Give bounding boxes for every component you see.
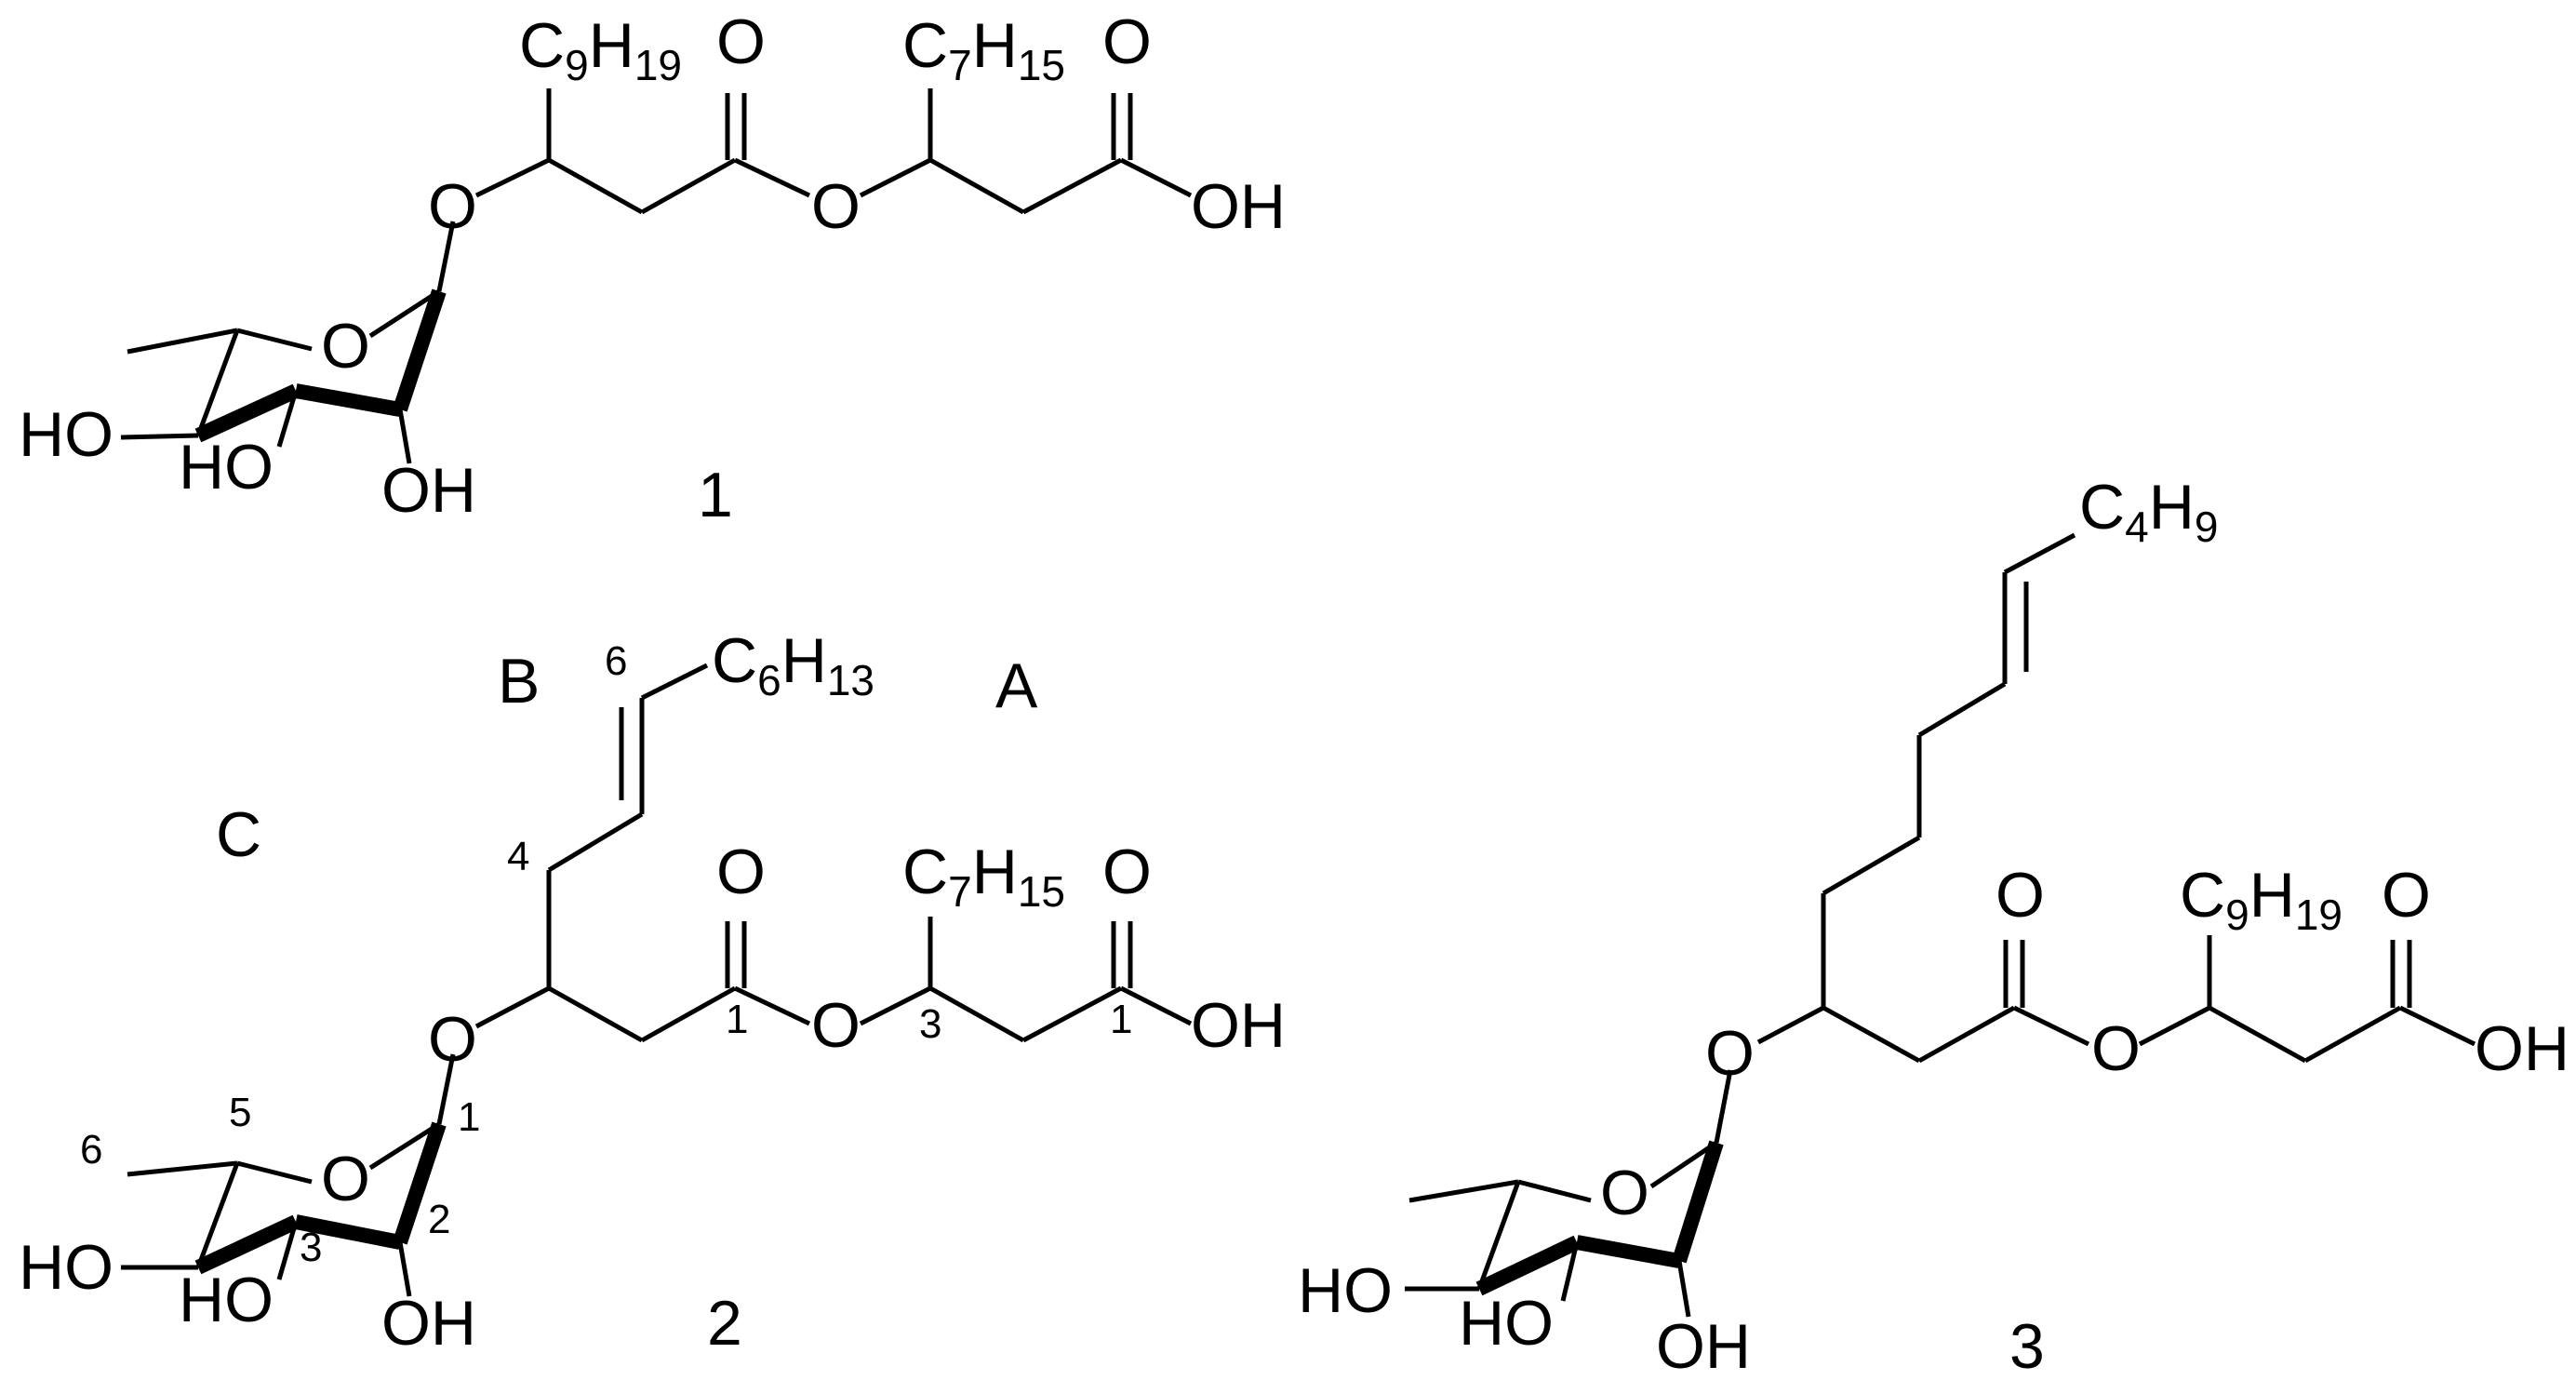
m1-glyco-oxygen: O [428,171,477,242]
molecule-1-bonds [120,88,1193,464]
m1-ring-oxygen: O [321,311,370,382]
m2-ho-mid: HO [179,1265,274,1335]
m2-locant-c1-acid: 1 [1110,997,1132,1042]
m1-ester-oxygen: O [811,171,861,242]
m2-locant-c4: 4 [507,834,529,879]
molecule-2-atoms: O O HO HO OH O O O OH C6H13 C7H15 B A C … [19,625,1286,1359]
m3-carbonyl-oxygen-2: O [2382,860,2431,931]
m2-locant-r6: 6 [80,1127,102,1172]
molecule-2: O O HO HO OH O O O OH C6H13 C7H15 B A C … [19,625,1286,1359]
m2-locant-r3: 3 [300,1225,322,1270]
m2-chain-c7h15: C7H15 [902,837,1065,916]
m1-carbonyl-oxygen-1: O [716,7,766,77]
m2-ring-label-c: C [216,799,261,870]
m3-ring-oxygen: O [1600,1158,1649,1228]
m2-locant-r5: 5 [229,1090,251,1135]
m2-carbonyl-oxygen-2: O [1102,837,1152,907]
m3-carbonyl-oxygen-1: O [1995,860,2045,931]
m3-oh-bottom: OH [1656,1311,1751,1380]
molecule-1: O O HO HO OH O O O OH C9H19 C7H15 1 [19,7,1286,530]
m3-ester-oxygen: O [2091,1013,2141,1084]
m2-acid-hydroxyl: OH [1191,990,1286,1061]
m1-chain-c7h15: C7H15 [902,10,1065,89]
m2-glyco-oxygen: O [428,1004,477,1075]
m2-locant-r2: 2 [428,1197,450,1242]
m2-ring-label-b: B [498,646,540,717]
m2-ring-oxygen: O [321,1144,370,1214]
molecule-1-atoms: O O HO HO OH O O O OH C9H19 C7H15 1 [19,7,1286,530]
m1-chain-c9h19: C9H19 [519,10,682,89]
m3-chain-c4h9: C4H9 [2079,472,2218,551]
m2-ho-left: HO [19,1232,113,1303]
m3-compound-label: 3 [2009,1311,2045,1380]
m2-oh-bottom: OH [381,1288,476,1359]
m3-chain-c9h19: C9H19 [2180,860,2342,939]
m2-ring-label-a: A [995,650,1038,721]
m2-ester-oxygen: O [811,990,861,1061]
m2-locant-c1-ester: 1 [726,997,748,1042]
molecule-3-atoms: O O HO HO OH O O O OH C4H9 C9H19 3 [1298,472,2569,1380]
molecule-3: O O HO HO OH O O O OH C4H9 C9H19 3 [1298,472,2569,1380]
m1-ho-mid: HO [179,432,274,502]
m3-ho-mid: HO [1459,1288,1554,1359]
m2-compound-label: 2 [707,1288,742,1359]
molecule-2-bonds [121,663,1193,1297]
m2-carbonyl-oxygen-1: O [716,837,766,907]
m1-compound-label: 1 [698,460,733,530]
m3-ho-left: HO [1298,1255,1393,1326]
m1-carbonyl-oxygen-2: O [1102,7,1152,77]
m3-glyco-oxygen: O [1705,1018,1755,1089]
m2-locant-c3: 3 [919,1001,941,1047]
m3-acid-hydroxyl: OH [2475,1013,2569,1084]
m1-acid-hydroxyl: OH [1191,171,1286,242]
m1-ho-left: HO [19,399,113,470]
m2-chain-c6h13: C6H13 [712,625,874,704]
molecule-3-bonds [1405,532,2476,1318]
m2-locant-r1: 1 [458,1094,480,1140]
m1-oh-bottom: OH [381,455,476,526]
m2-locant-c6: 6 [605,638,627,684]
